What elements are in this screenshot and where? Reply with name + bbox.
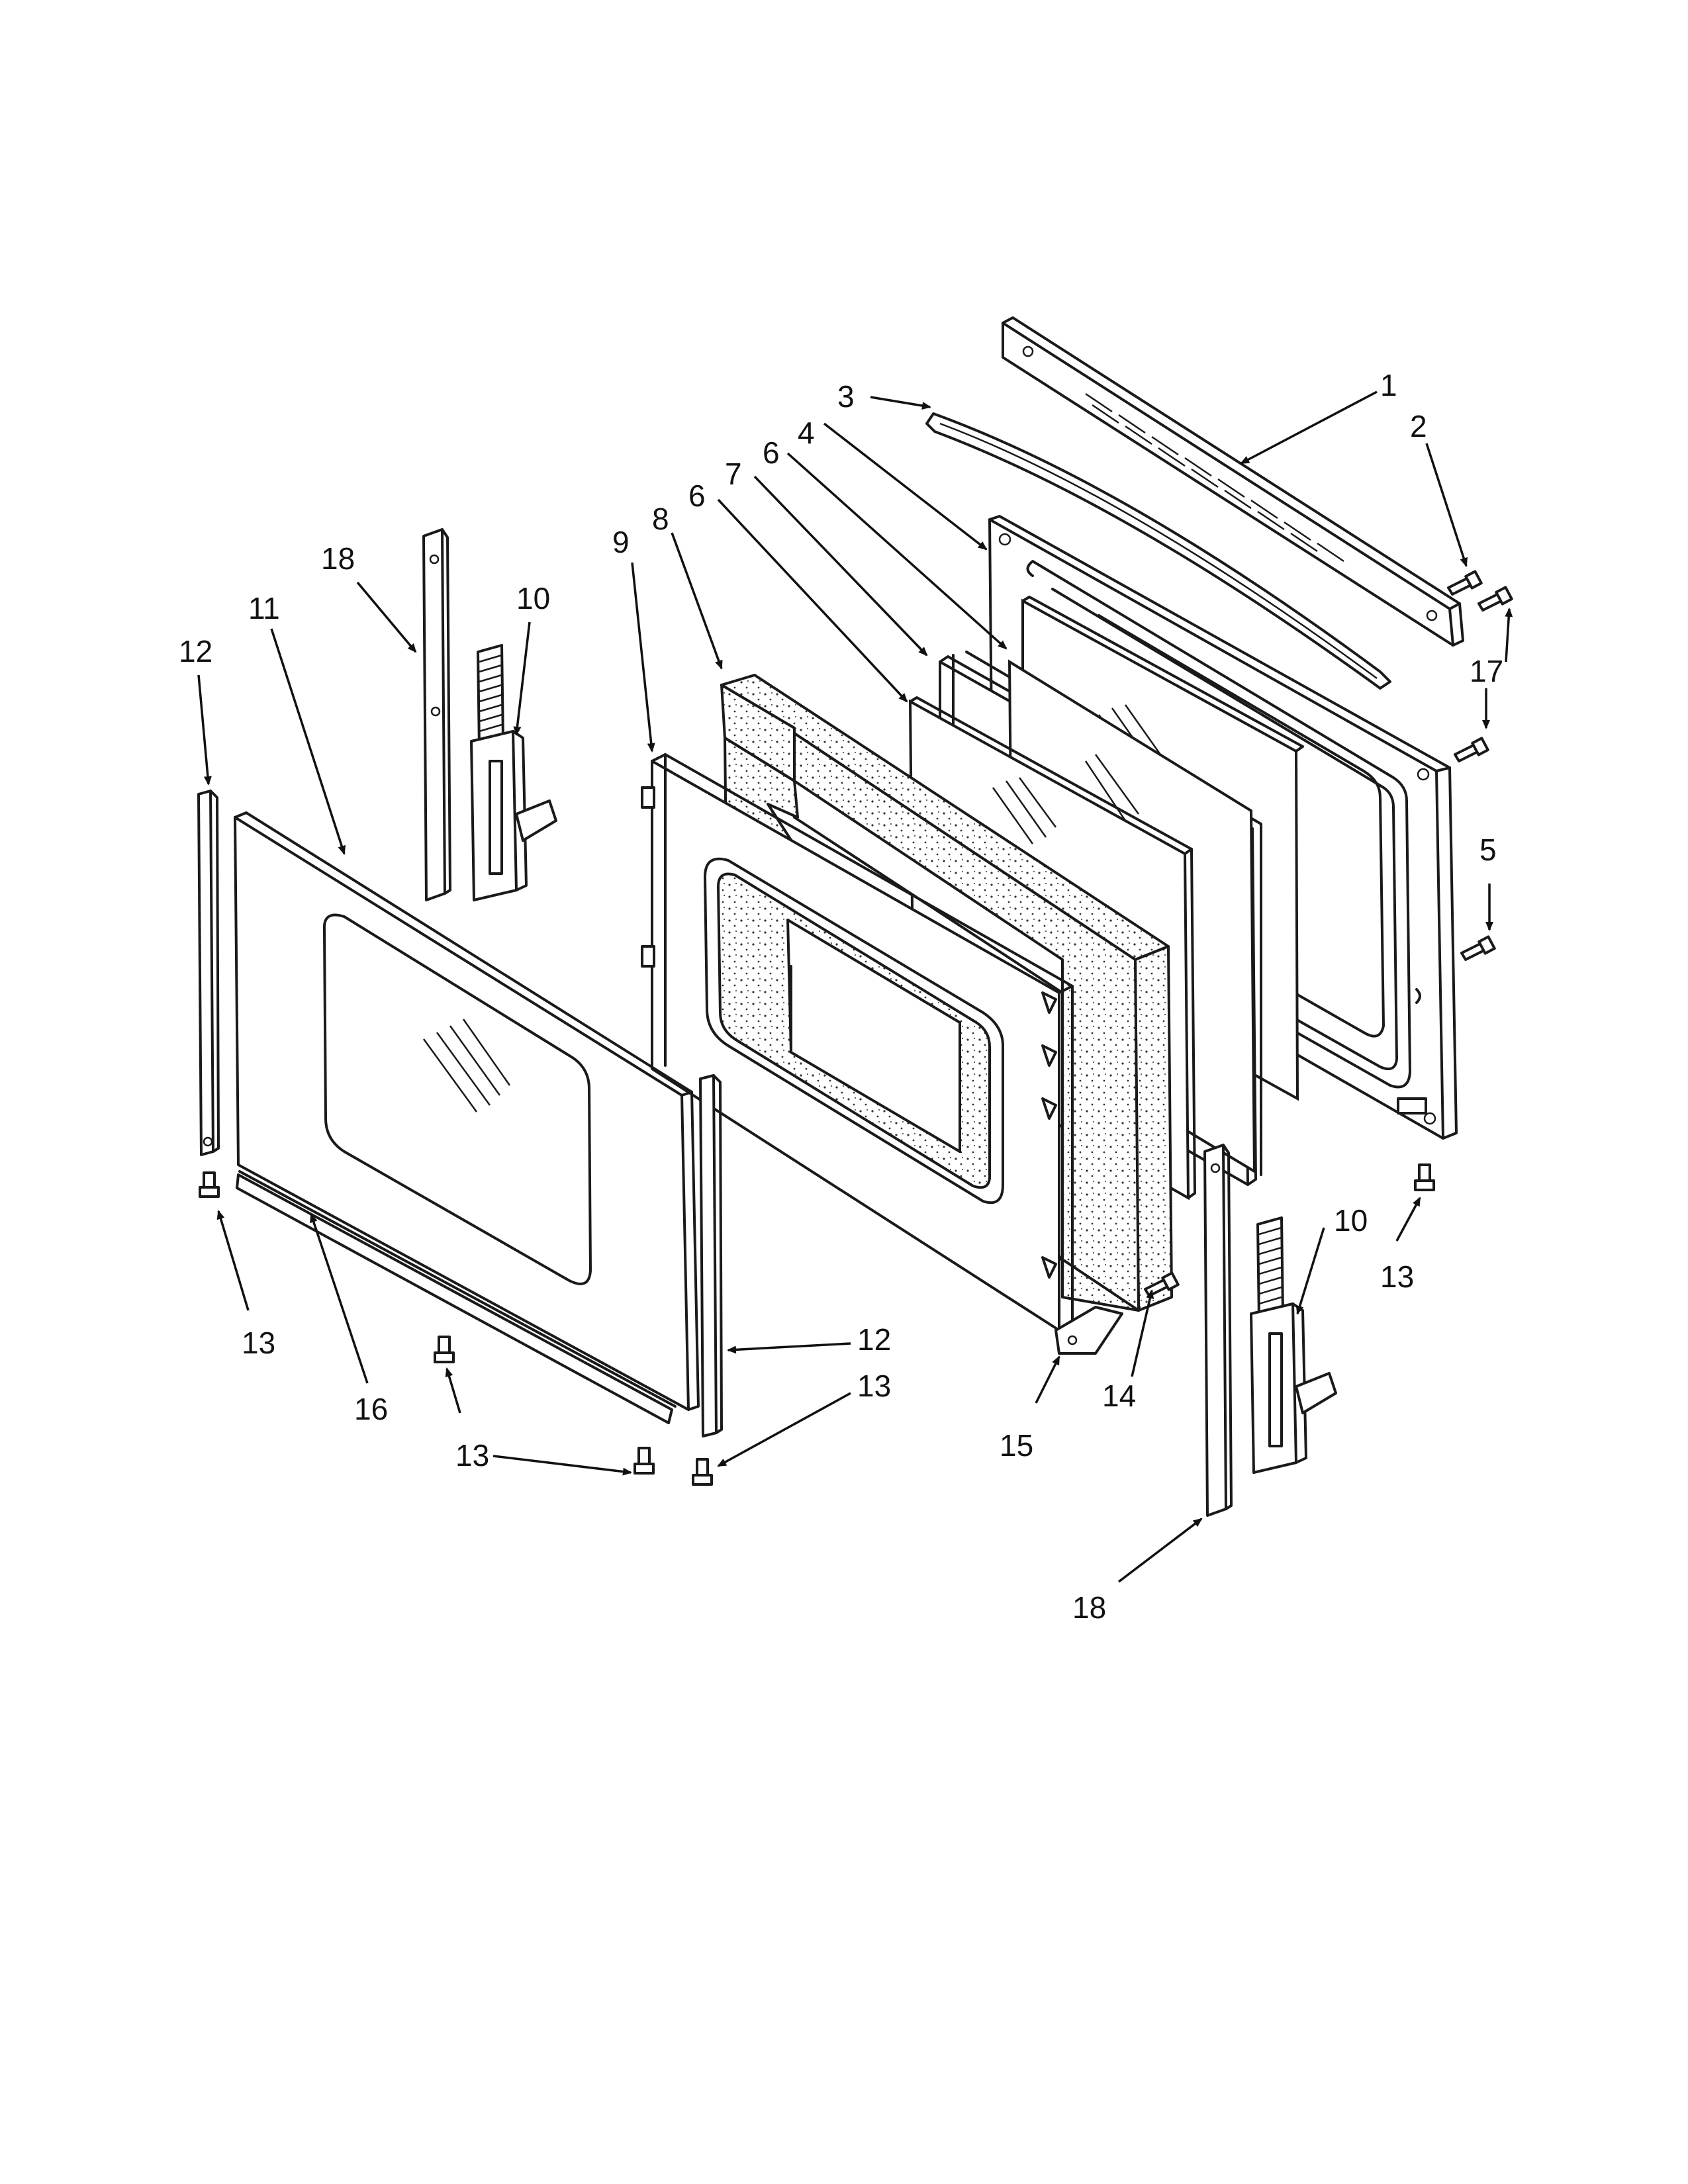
part-5-screw (1460, 935, 1496, 961)
screw-13-left (199, 1171, 220, 1198)
callout-13-bottom: 13 (455, 1438, 489, 1473)
callout-16: 16 (354, 1392, 388, 1426)
callout-8: 8 (652, 502, 669, 536)
callout-12-left: 12 (179, 634, 212, 668)
screw-13-bottom-right (633, 1447, 655, 1475)
callout-17: 17 (1470, 654, 1503, 688)
part-18-hinge-rail-left (422, 528, 451, 901)
part-16-bottom-trim (236, 1170, 677, 1424)
part-11-outer-door-panel (234, 811, 700, 1411)
part-15-bracket (1055, 1306, 1123, 1355)
leader-lines (197, 390, 1513, 1583)
part-18-hinge-rail-right (1203, 1144, 1233, 1517)
part-9-door-frame (641, 753, 1074, 1332)
part-10-hinge-right (1250, 1216, 1337, 1474)
callout-18-left: 18 (321, 541, 355, 576)
part-2-screw (1447, 570, 1483, 596)
part-12-side-trim-left (197, 790, 220, 1156)
callout-6-upper: 6 (763, 435, 780, 470)
part-17-screw (1454, 586, 1513, 762)
callout-13-left: 13 (242, 1326, 275, 1360)
callout-11: 11 (248, 591, 280, 625)
screw-13-bottom-mid (434, 1336, 455, 1363)
callout-13-far-right: 13 (1380, 1259, 1414, 1294)
callout-5: 5 (1479, 833, 1497, 867)
callout-13-right: 13 (857, 1369, 891, 1403)
callout-14: 14 (1102, 1379, 1136, 1413)
callout-1: 1 (1380, 368, 1397, 402)
callout-10-right: 10 (1334, 1203, 1368, 1238)
callout-15: 15 (1000, 1428, 1033, 1463)
screw-13-trim-right (692, 1458, 713, 1486)
callout-3: 3 (837, 379, 855, 414)
callout-10-left: 10 (516, 581, 550, 615)
callout-12-right: 12 (857, 1322, 891, 1357)
part-1-vent-trim (1002, 316, 1464, 647)
part-10-hinge-left (470, 644, 557, 901)
screw-13-far-right (1414, 1163, 1435, 1191)
part-3-door-handle (925, 412, 1391, 690)
callout-18-right: 18 (1072, 1590, 1106, 1625)
callout-7: 7 (725, 457, 742, 491)
part-13-screws (199, 1163, 1435, 1486)
callout-labels: 1 2 3 4 5 6 6 7 8 9 10 10 11 12 12 13 13… (179, 368, 1503, 1625)
callout-9: 9 (612, 525, 630, 559)
callout-6-lower: 6 (688, 478, 706, 513)
callout-4: 4 (798, 416, 815, 450)
part-12-side-trim-right (699, 1074, 723, 1437)
callout-2: 2 (1410, 409, 1427, 443)
